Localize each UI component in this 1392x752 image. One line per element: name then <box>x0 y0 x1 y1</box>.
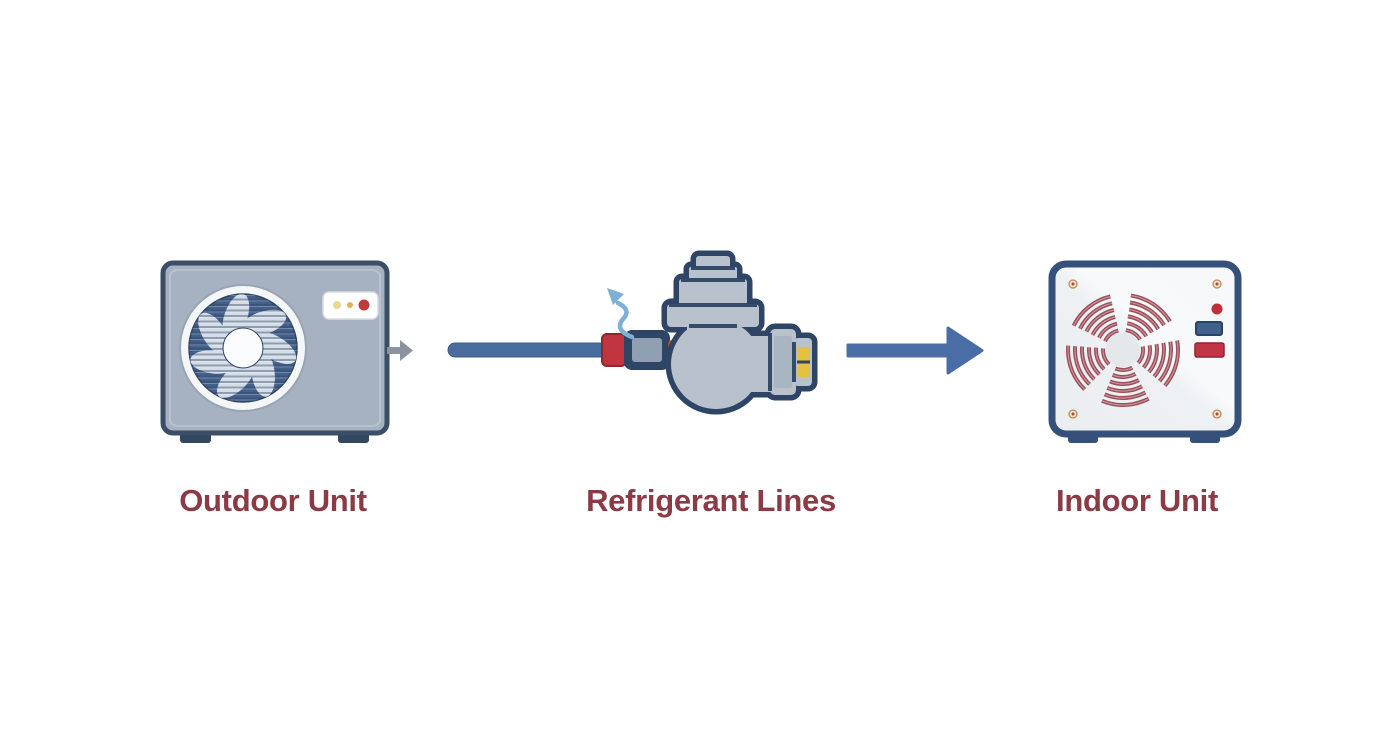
screw-icon <box>1212 279 1222 289</box>
refrigerant-pipe <box>447 342 611 358</box>
fan-hub <box>222 327 264 369</box>
flow-arrow-icon <box>846 326 984 375</box>
outdoor-unit-icon <box>160 260 413 443</box>
pipe-collar-red <box>601 333 627 367</box>
pipe-fitting <box>624 330 670 370</box>
status-light-yellow-icon <box>333 301 341 309</box>
outdoor-status-panel <box>322 291 379 320</box>
indoor-fan-hub <box>1106 333 1140 367</box>
status-light-red-icon <box>358 299 370 311</box>
outlet-arrow-icon <box>387 340 413 361</box>
outdoor-unit-label: Outdoor Unit <box>179 483 367 518</box>
screw-icon <box>1212 409 1222 419</box>
indicator-navy-button <box>1195 321 1223 336</box>
indoor-unit-icon <box>1048 260 1242 443</box>
refrigerant-valve-icon <box>447 256 812 409</box>
refrigerant-lines-label: Refrigerant Lines <box>586 483 836 518</box>
screw-icon <box>1068 279 1078 289</box>
indicator-red-button <box>1194 342 1225 358</box>
outdoor-fan <box>179 284 307 412</box>
valve-flange-face <box>774 336 792 388</box>
leak-arrow-icon <box>607 288 635 340</box>
indoor-unit-label: Indoor Unit <box>1056 483 1218 518</box>
indoor-indicators <box>1194 303 1225 358</box>
valve-segment-lines <box>669 266 796 391</box>
status-light-amber-icon <box>347 302 353 308</box>
indicator-red-dot-icon <box>1211 303 1223 315</box>
service-valve-icon <box>667 256 812 409</box>
outdoor-unit-body-highlight <box>169 269 381 427</box>
corner-screws <box>1068 279 1222 419</box>
screw-icon <box>1068 409 1078 419</box>
